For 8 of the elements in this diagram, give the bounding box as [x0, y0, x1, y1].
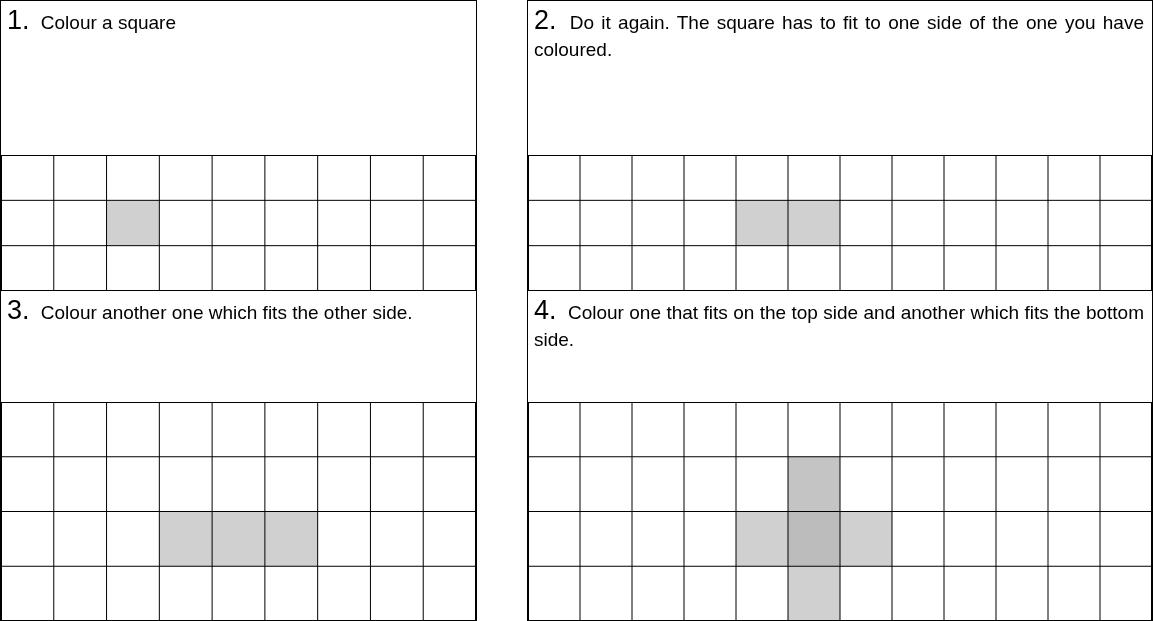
- instruction-text: 3. Colour another one which fits the other side.: [7, 297, 414, 326]
- exercise-panel: [527, 0, 1153, 291]
- exercise-panel: [527, 290, 1153, 621]
- exercise-panel: [0, 0, 477, 291]
- exercise-panel: [0, 290, 477, 621]
- instruction-text: 2. Do it again. The square has to fit to one side of the one you have coloured.: [534, 7, 1144, 62]
- instruction-text: 4. Colour one that fits on the top side and another which fits the bottom side.: [534, 297, 1144, 352]
- instruction-text: 1. Colour a square: [7, 7, 177, 36]
